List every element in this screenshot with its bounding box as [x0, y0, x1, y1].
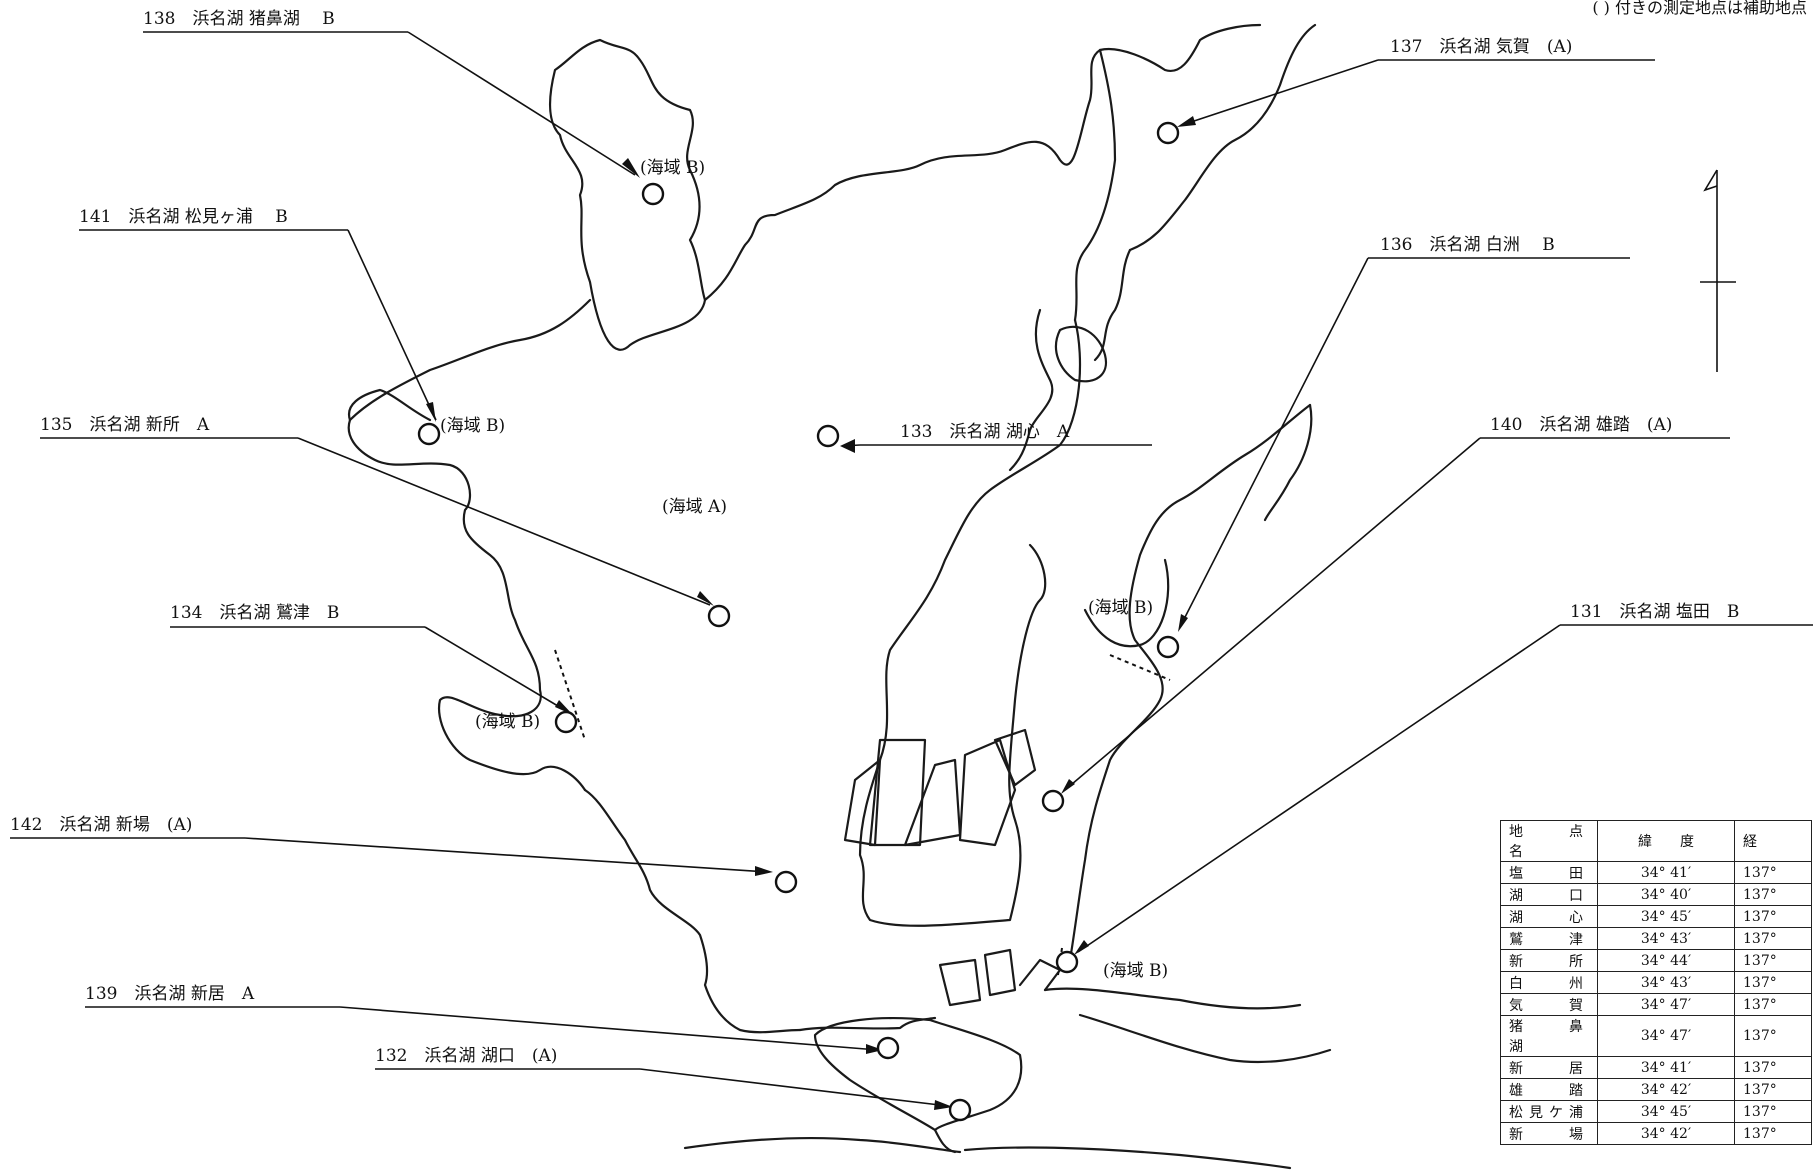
header-latitude: 緯 度: [1597, 820, 1735, 862]
area-label: (海域 A): [662, 497, 727, 517]
cell-lat: 34° 41′: [1597, 1056, 1735, 1079]
cell-lon: 137°: [1734, 861, 1812, 884]
site-label-135: 135 浜名湖 新所 A: [40, 415, 210, 435]
site-label-139: 139 浜名湖 新居 A: [85, 984, 255, 1004]
site-label-131: 131 浜名湖 塩田 B: [1570, 602, 1739, 622]
cell-site: 鷲 津: [1500, 927, 1598, 950]
area-label: (海域 B): [475, 712, 540, 732]
cell-site: 塩 田: [1500, 861, 1598, 884]
site-label-134: 134 浜名湖 鷲津 B: [170, 603, 339, 623]
area-label: (海域 B): [640, 158, 705, 178]
cell-site: 新 所: [1500, 949, 1598, 972]
site-marker-135[interactable]: [707, 604, 731, 628]
site-marker-142[interactable]: [774, 870, 798, 894]
header-longitude: 経: [1734, 820, 1812, 862]
cell-site: 松見ケ浦: [1500, 1100, 1598, 1123]
area-label: (海域 B): [1088, 598, 1153, 618]
cell-lon: 137°: [1734, 905, 1812, 928]
site-marker-138[interactable]: [641, 182, 665, 206]
cell-lon: 137°: [1734, 927, 1812, 950]
site-marker-132[interactable]: [948, 1098, 972, 1122]
cell-site: 新 場: [1500, 1122, 1598, 1145]
cell-lat: 34° 45′: [1597, 905, 1735, 928]
cell-lon: 137°: [1734, 1015, 1812, 1057]
coastline: [347, 23, 1332, 1170]
cell-lat: 34° 45′: [1597, 1100, 1735, 1123]
header-site-name: 地 点 名: [1500, 820, 1598, 862]
site-label-140: 140 浜名湖 雄踏 (A): [1490, 415, 1672, 435]
area-label: (海域 B): [440, 416, 505, 436]
cell-site: 湖 心: [1500, 905, 1598, 928]
site-label-137: 137 浜名湖 気賀 (A): [1390, 37, 1572, 57]
site-marker-131[interactable]: [1055, 950, 1079, 974]
cell-site: 気 賀: [1500, 993, 1598, 1016]
site-label-138: 138 浜名湖 猪鼻湖 B: [143, 9, 335, 29]
site-marker-133[interactable]: [816, 424, 840, 448]
cell-lat: 34° 47′: [1597, 1015, 1735, 1057]
north-arrow: [1700, 169, 1736, 372]
cell-site: 猪 鼻 湖: [1500, 1015, 1598, 1057]
site-labels: 138 浜名湖 猪鼻湖 B 137 浜名湖 気賀 (A) 141 浜名湖 松見ヶ…: [10, 9, 1739, 1066]
site-markers: [417, 121, 1180, 1122]
area-label: (海域 B): [1103, 961, 1168, 981]
cell-lon: 137°: [1734, 1122, 1812, 1145]
site-label-136: 136 浜名湖 白洲 B: [1380, 235, 1555, 255]
site-marker-137[interactable]: [1156, 121, 1180, 145]
cell-lat: 34° 43′: [1597, 971, 1735, 994]
cell-site: 湖 口: [1500, 883, 1598, 906]
area-labels: (海域 B) (海域 B) (海域 A) (海域 B) (海域 B) (海域 B…: [440, 158, 1168, 981]
cell-lon: 137°: [1734, 949, 1812, 972]
site-label-141: 141 浜名湖 松見ヶ浦 B: [79, 207, 288, 227]
cell-lon: 137°: [1734, 1078, 1812, 1101]
site-label-133: 133 浜名湖 湖心 A: [900, 422, 1070, 442]
cell-lon: 137°: [1734, 971, 1812, 994]
auxiliary-site-note: ( ) 付きの測定地点は補助地点: [1592, 0, 1807, 17]
cell-lat: 34° 42′: [1597, 1078, 1735, 1101]
cell-lat: 34° 40′: [1597, 883, 1735, 906]
cell-lat: 34° 41′: [1597, 861, 1735, 884]
cell-lat: 34° 43′: [1597, 927, 1735, 950]
cell-lat: 34° 42′: [1597, 1122, 1735, 1145]
site-marker-141[interactable]: [417, 422, 441, 446]
site-marker-136[interactable]: [1156, 635, 1180, 659]
leader-lines: [10, 31, 1813, 1110]
site-label-142: 142 浜名湖 新場 (A): [10, 815, 192, 835]
table-header-row: 地 点 名 緯 度 経: [1500, 820, 1812, 862]
cell-lon: 137°: [1734, 883, 1812, 906]
site-marker-139[interactable]: [876, 1036, 900, 1060]
cell-lat: 34° 47′: [1597, 993, 1735, 1016]
cell-lat: 34° 44′: [1597, 949, 1735, 972]
cell-site: 白 州: [1500, 971, 1598, 994]
cell-site: 新 居: [1500, 1056, 1598, 1079]
cell-lon: 137°: [1734, 1056, 1812, 1079]
boundary-line: [1109, 654, 1171, 681]
cell-lon: 137°: [1734, 1100, 1812, 1123]
site-label-132: 132 浜名湖 湖口 (A): [375, 1046, 557, 1066]
site-marker-140[interactable]: [1041, 789, 1065, 813]
cell-site: 雄 踏: [1500, 1078, 1598, 1101]
cell-lon: 137°: [1734, 993, 1812, 1016]
site-marker-134[interactable]: [554, 710, 578, 734]
